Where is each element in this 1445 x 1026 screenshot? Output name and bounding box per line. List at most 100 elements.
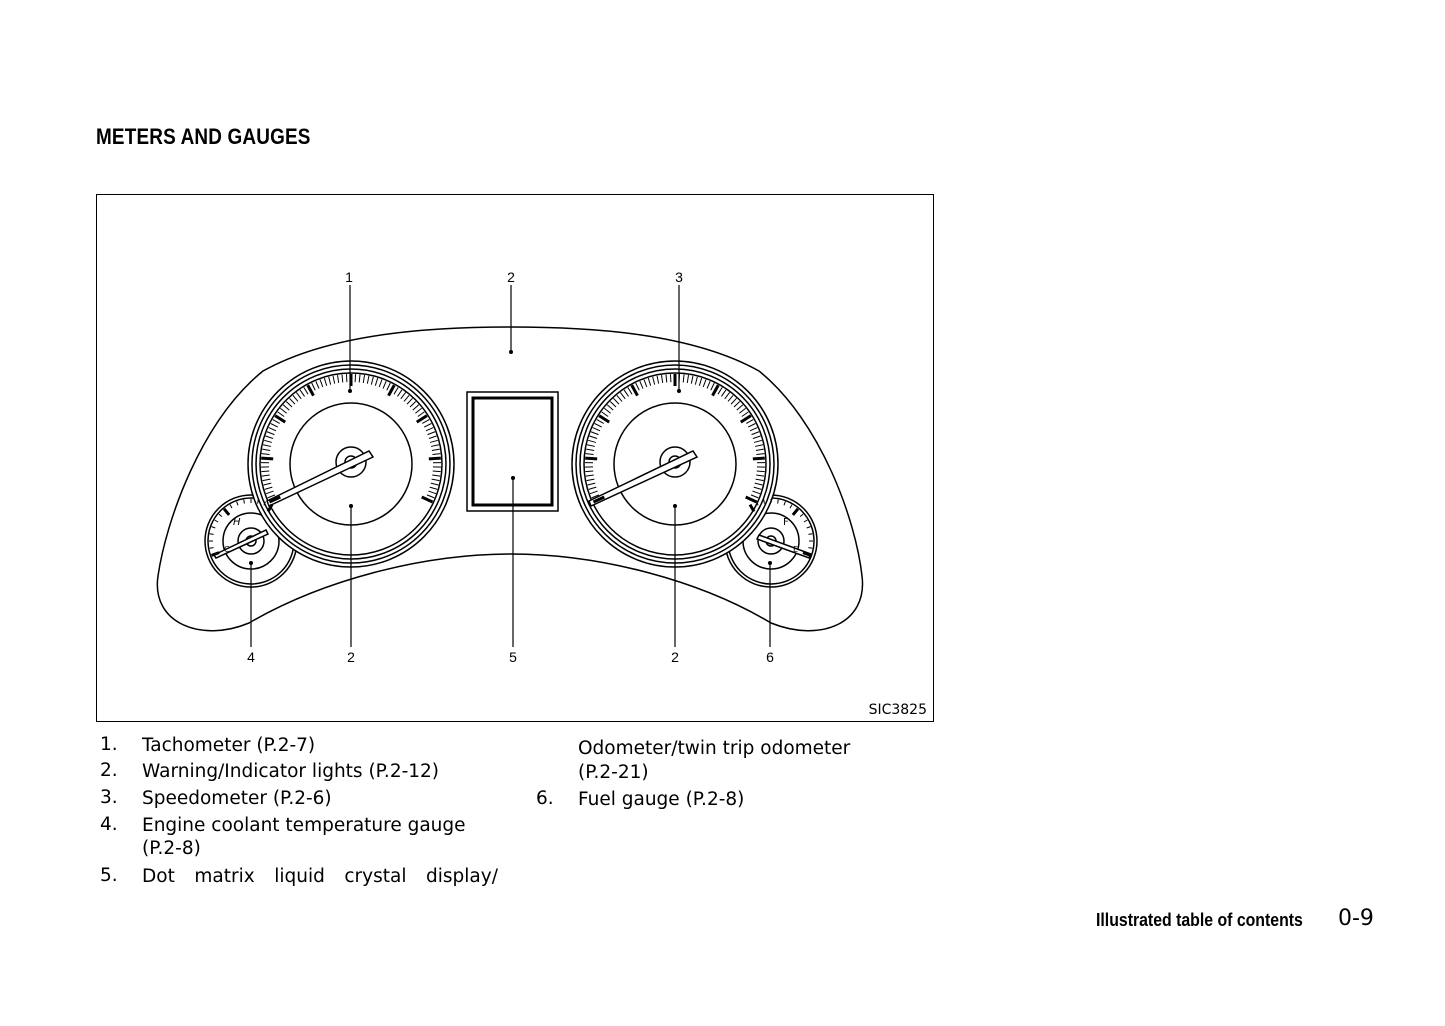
gauge-tick [753,486,762,490]
gauge-tick [598,414,611,424]
item-6-text: Fuel gauge (P.2-8) [578,789,745,810]
leader-dots [249,350,772,565]
gauge-tick [585,474,594,477]
gauge-tick [588,486,597,490]
gauge-tick [423,423,432,428]
gauge-tick [263,482,272,486]
gauge-tick [295,392,302,400]
gauge-tick [268,427,277,432]
gauge-tick [229,504,233,509]
gauge-tick [358,374,361,383]
item-4-number: 4. [100,814,118,835]
gauge-tick [261,474,270,477]
gauge-tick [292,394,299,402]
gauge-tick [370,376,374,385]
item-2-number: 2. [100,760,118,781]
meters-figure: H C F E 1 2 3 4 2 5 2 6 [96,194,934,722]
gauge-tick [747,423,756,428]
gauge-tick [721,389,727,397]
gauge-tick [789,504,793,509]
figure-code: SIC3825 [868,702,927,718]
gauge-tick [592,495,605,504]
gauge-tick [406,397,413,405]
gauge-tick [409,401,417,408]
gauge-tick [272,419,280,424]
gauge-tick [763,499,765,504]
gauge-tick [802,551,811,557]
gauge-tick [749,427,758,432]
gauge-tick [431,478,440,482]
item-5-text-cont2: (P.2-21) [578,762,649,783]
gauge-tick [589,435,598,439]
gauge-tick [652,376,656,385]
gauge-tick [263,501,266,506]
gauge-tick [337,374,340,384]
gauge-tick [627,387,633,395]
gauge-tick [756,501,759,506]
gauge-tick [754,482,763,486]
gauge-tick [430,444,440,447]
gauge-tick [431,448,440,451]
gauge-tick [635,382,640,391]
item-6-number: 6. [536,788,554,809]
word: Dot [142,866,175,887]
gauge-tick [403,394,410,402]
gauge-tick [429,486,438,490]
gauge-tick [261,470,270,473]
gauge-tick [808,533,813,535]
gauge-tick [803,519,808,523]
cluster-outline [156,326,864,632]
gauge-tick [656,375,660,384]
gauge-tick [619,392,626,400]
item-1-number: 1. [100,734,118,755]
gauge-tick [682,374,685,383]
gauge-tick [362,374,365,384]
gauge-tick [303,387,309,395]
gauge-tick [209,533,214,535]
gauge-tick [265,435,274,439]
gauge-tick [609,401,617,408]
gauge-tick [332,375,336,384]
gauge-tick [277,411,285,417]
gauge-tick [262,478,271,482]
gauge-tick [428,456,441,461]
gauge-tick [606,404,614,411]
page-number: 0-9 [1338,906,1374,931]
gauge-tick [265,490,274,495]
gauge-tick [299,389,305,397]
gauge-tick [756,470,765,473]
gauge-tick [432,474,441,477]
gauge-tick [264,439,273,443]
gauge-tick [724,392,731,400]
callout-2-right: 2 [671,649,679,665]
gauge-tick [415,407,422,414]
gauge-tick [421,495,434,504]
gauge-tick [412,404,420,411]
gauge-tick [799,513,804,517]
gauge-tick [257,499,259,504]
gauge-tick [783,501,786,506]
gauge-tick [236,501,239,506]
gauge-tick [262,448,271,451]
fuel-empty-label: E [793,545,798,554]
gauge-tick [733,401,741,408]
gauge-tick [604,407,611,414]
word: liquid [274,866,325,887]
page-title: METERS AND GAUGES [96,124,311,149]
gauge-tick [748,503,756,513]
gauge-tick [755,448,764,451]
gauge-tick [616,394,623,402]
gauge-tick [397,389,403,397]
gauge-tick [639,380,644,389]
gauge-tick [218,513,223,517]
gauge-tick [661,374,664,384]
gauge-tick [623,389,629,397]
gauge-tick [753,439,762,443]
gauge-tick [209,547,214,549]
gauge-tick [806,526,811,529]
gauge-tick [211,551,220,557]
gauge-tick [400,392,407,400]
gauge-tick [222,507,231,516]
gauge-tick [266,431,275,436]
callout-2-top: 2 [507,269,515,285]
